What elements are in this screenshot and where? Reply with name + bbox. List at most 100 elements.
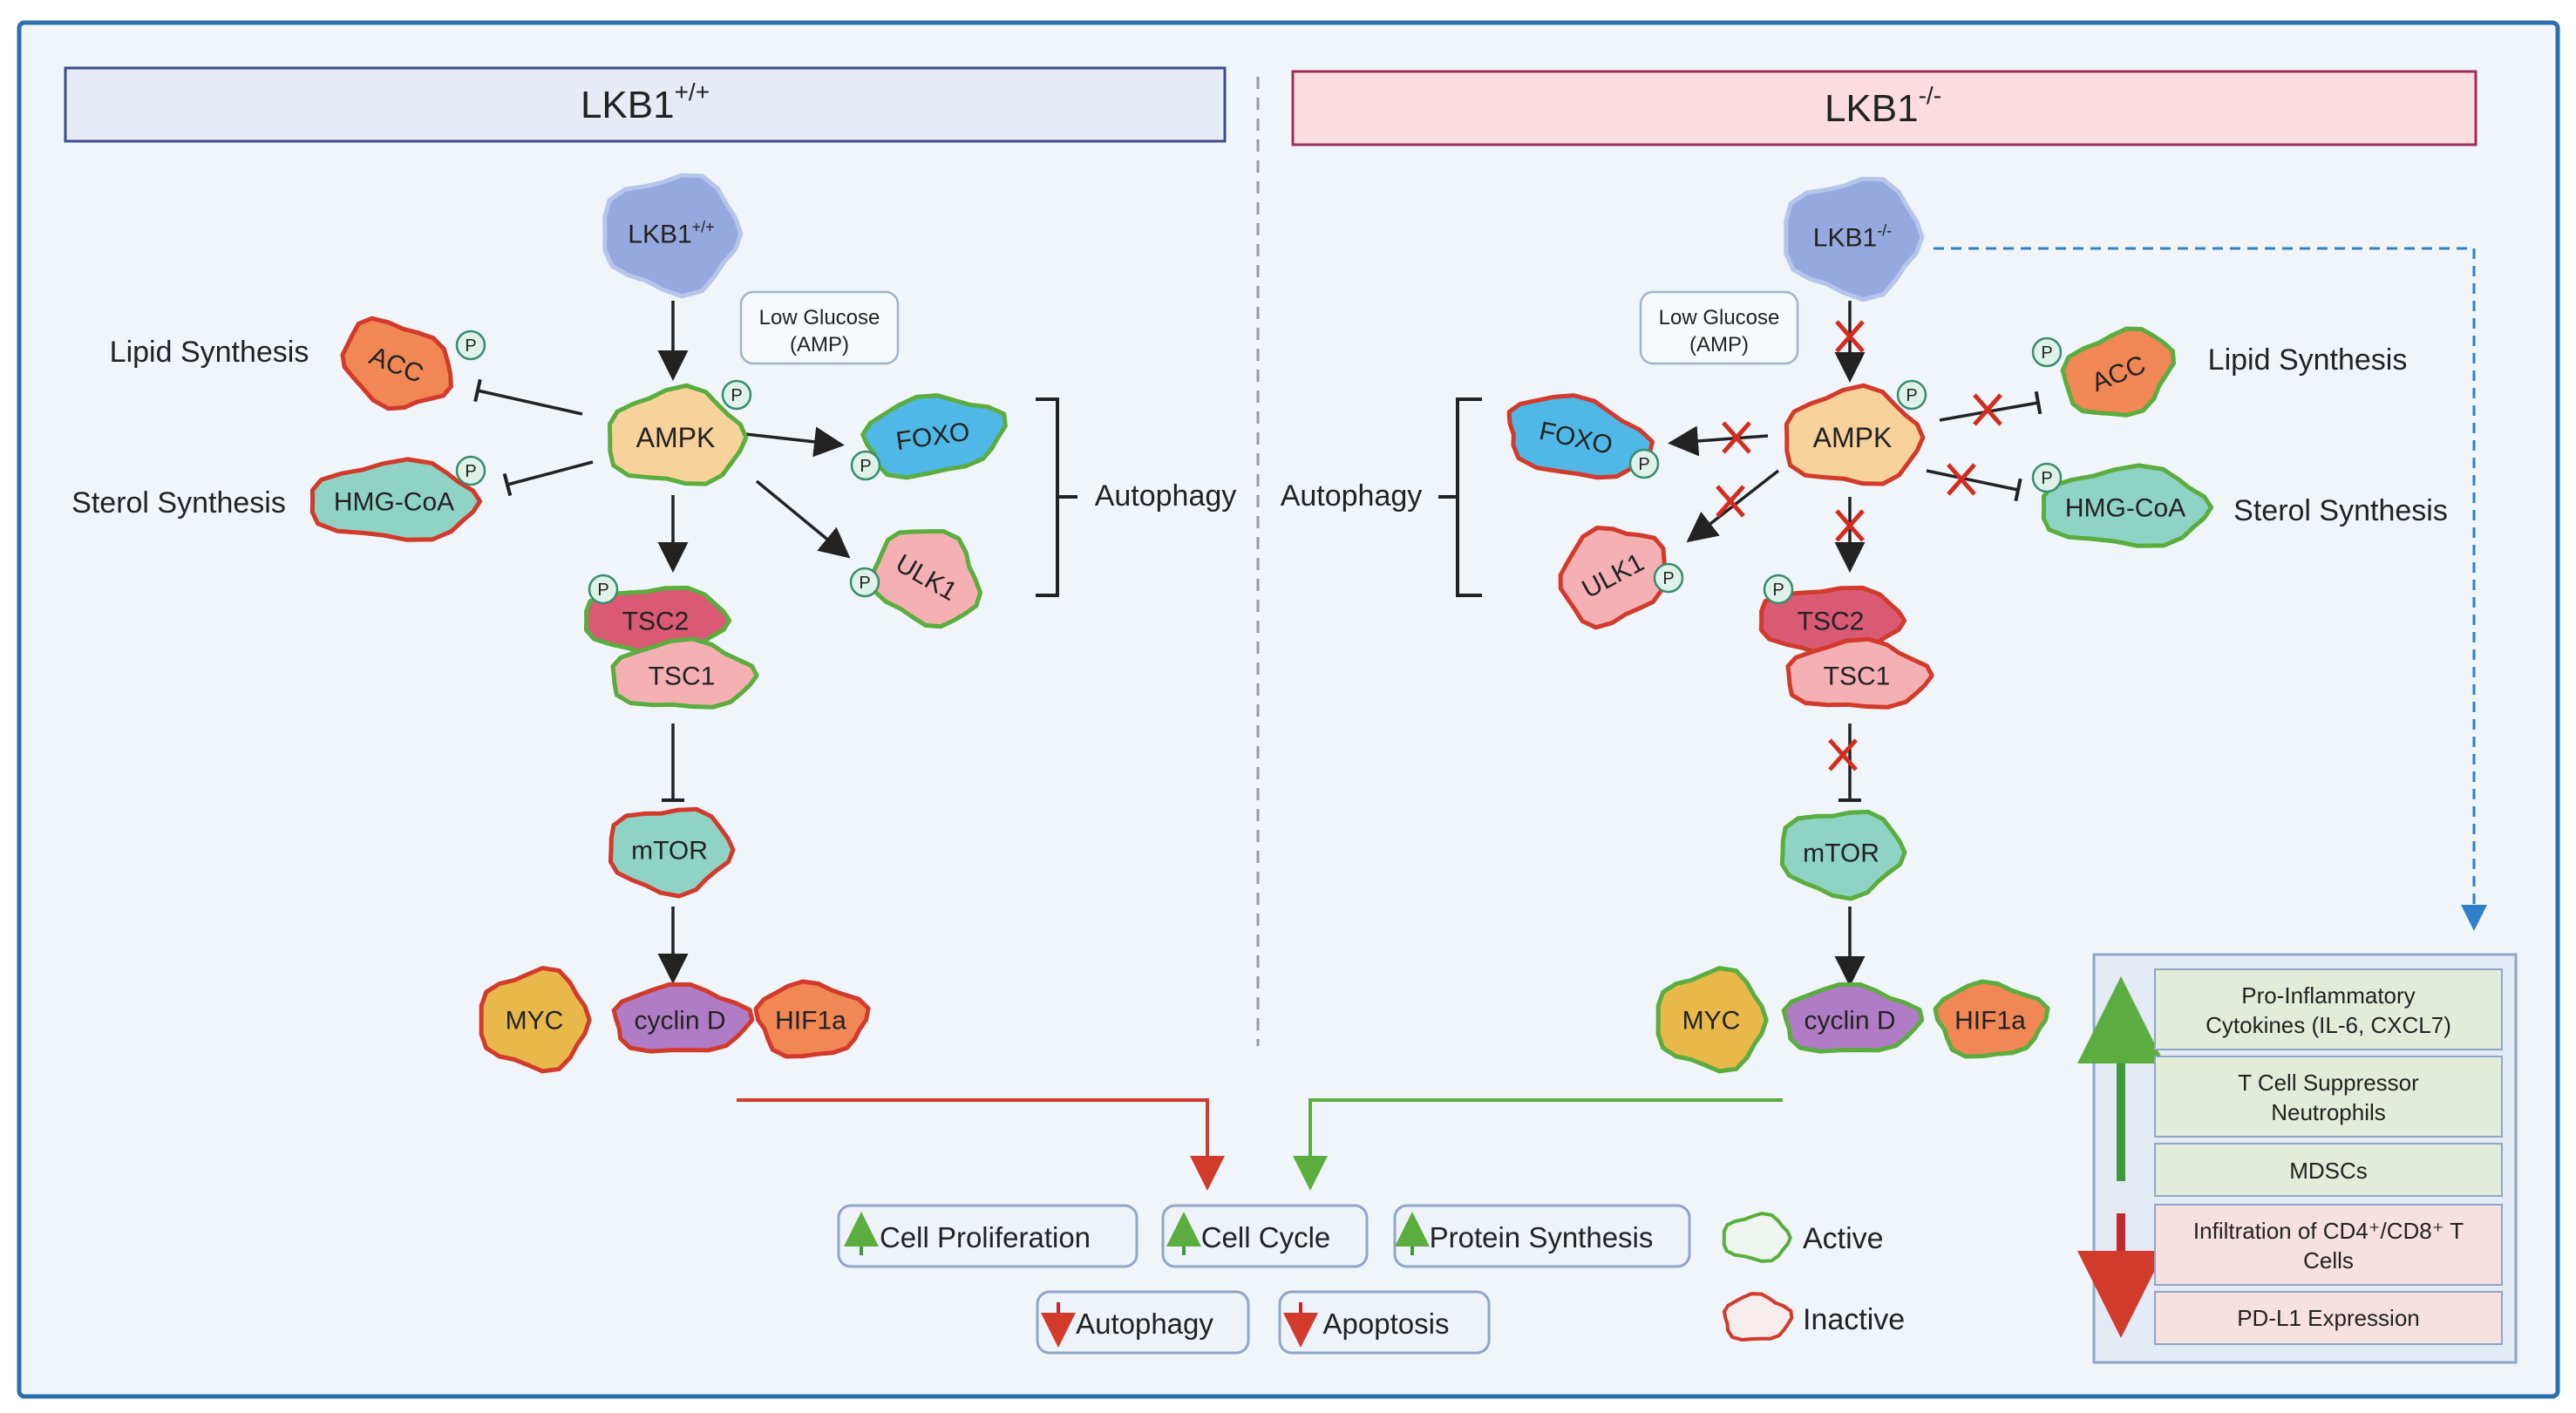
immune-item-cytokines-line2: Cytokines (IL-6, CXCL7) xyxy=(2206,1012,2451,1038)
svg-text:LKB1-/-: LKB1-/- xyxy=(1825,82,1941,130)
ko-hif-node-label: HIF1a xyxy=(1954,1007,2026,1036)
wt-ampk-node: AMPK xyxy=(607,383,749,486)
wt-ulk1-phospho-label: P xyxy=(859,574,870,593)
wt-cyclin-node: cyclin D xyxy=(611,982,755,1054)
wt-ampk-phospho: P xyxy=(721,379,752,411)
ko-mtor-node-shape xyxy=(1779,809,1907,901)
ko-mtor-node-label: mTOR xyxy=(1803,839,1879,868)
wt-outcome-arrow xyxy=(737,1098,1225,1191)
immune-panel: Pro-Inflammatory Cytokines (IL-6, CXCL7)… xyxy=(2077,953,2518,1364)
outcome-protein-synthesis-label: Protein Synthesis xyxy=(1430,1221,1654,1253)
wt-tsc2-phospho-label: P xyxy=(597,581,608,600)
ko-tsc2-node-label-text: TSC2 xyxy=(1798,608,1865,636)
ko-ampk-node: AMPK xyxy=(1784,383,1926,486)
immune-item-pdl1: PD-L1 Expression xyxy=(2154,1291,2503,1345)
wt-low-glucose-line2: (AMP) xyxy=(790,333,849,357)
legend: Active Inactive xyxy=(1722,1212,1905,1342)
wt-mtor-node-label-text: mTOR xyxy=(631,837,708,866)
wt-autophagy-bracket xyxy=(1036,397,1077,597)
ko-lkb1-node-label-superscript: -/- xyxy=(1877,222,1892,240)
outcome-autophagy-label: Autophagy xyxy=(1076,1308,1213,1340)
wt-lkb1-node-label-superscript: +/+ xyxy=(692,219,715,236)
ko-inhibit-ampk-hmg xyxy=(1926,469,2019,492)
ko-tsc1-node: TSC1 xyxy=(1785,636,1934,710)
header-wt-superscript: +/+ xyxy=(675,78,710,105)
wt-autophagy-label: Autophagy xyxy=(1095,479,1237,513)
ko-cyclin-node-shape xyxy=(1781,982,1925,1054)
wt-ampk-node-shape xyxy=(607,383,749,486)
ko-myc-node-label-text: MYC xyxy=(1682,1007,1741,1036)
header-wild-type: LKB1+/+ xyxy=(64,66,1227,143)
ko-hmg-phospho-label: P xyxy=(2041,469,2052,488)
ko-low-glucose-line2: (AMP) xyxy=(1689,333,1749,357)
ko-ulk1-phospho-label: P xyxy=(1662,569,1674,588)
ko-ulk1-phospho: P xyxy=(1653,562,1684,594)
ko-ulk1-node: ULK1 xyxy=(1558,525,1667,630)
ko-mtor-node-label-text: mTOR xyxy=(1803,839,1879,868)
wt-arrow-ampk-ulk1 xyxy=(755,479,851,559)
wt-hmg-phospho-label: P xyxy=(465,462,476,481)
wt-tsc1-node: TSC1 xyxy=(610,636,759,710)
wt-mtor-node-label: mTOR xyxy=(631,837,708,866)
immune-item-infiltration: Infiltration of CD4⁺/CD8⁺ T Cells xyxy=(2154,1204,2503,1286)
legend-inactive-label: Inactive xyxy=(1803,1303,1905,1336)
outcome-apoptosis-label: Apoptosis xyxy=(1323,1308,1450,1340)
outcome-protein-synthesis: Protein Synthesis xyxy=(1393,1204,1691,1268)
legend-inactive-blob xyxy=(1722,1292,1794,1342)
ko-hmg-node: HMG-CoA xyxy=(2041,463,2214,548)
ko-cross-ampk-hmg xyxy=(1947,463,1976,496)
ko-arrow-ampk-foxo xyxy=(1668,425,1769,457)
ko-cyclin-node-label: cyclin D xyxy=(1804,1007,1895,1036)
ko-outcome-arrow xyxy=(1293,1098,1783,1191)
wt-foxo-phospho-label: P xyxy=(860,457,871,476)
ko-ulk1-node-shape xyxy=(1558,525,1667,630)
ko-hmg-node-label: HMG-CoA xyxy=(2065,494,2185,523)
wt-acc-node: ACC xyxy=(340,316,453,411)
wt-acc-phospho: P xyxy=(455,329,486,361)
wt-lipid-synthesis-label: Lipid Synthesis xyxy=(110,336,309,369)
wt-myc-node-shape xyxy=(479,966,592,1074)
wt-mtor-node-shape xyxy=(608,806,736,899)
ko-tsc2-node-label: TSC2 xyxy=(1798,608,1865,636)
legend-inactive-blob-shape xyxy=(1722,1292,1794,1342)
wt-myc-node-label-text: MYC xyxy=(506,1007,564,1036)
wt-hif-node-shape xyxy=(753,979,871,1059)
wt-tsc2-node-label-text: TSC2 xyxy=(622,608,690,636)
wt-sterol-synthesis-label: Sterol Synthesis xyxy=(71,486,286,520)
wt-mtor-node: mTOR xyxy=(608,806,736,899)
ko-hif-node: HIF1a xyxy=(1933,979,2050,1059)
ko-hif-node-shape xyxy=(1933,979,2050,1059)
wt-inhibit-ampk-acc-bar xyxy=(473,378,482,403)
ko-tsc2-phospho: P xyxy=(1763,574,1794,605)
ko-myc-node-label: MYC xyxy=(1682,1007,1741,1036)
ko-myc-node-shape xyxy=(1655,966,1769,1074)
ko-low-glucose-box: Low Glucose (AMP) xyxy=(1639,290,1799,365)
immune-item-infiltration-line2: Cells xyxy=(2303,1247,2354,1274)
outcome-cell-cycle-label: Cell Cycle xyxy=(1201,1221,1331,1253)
header-wt-base: LKB1 xyxy=(581,84,675,126)
wt-hif-node-label-text: HIF1a xyxy=(775,1007,846,1036)
wt-lkb1-node-shape xyxy=(602,173,744,299)
wt-hmg-node-label-text: HMG-CoA xyxy=(334,488,454,517)
wt-arrow-ampk-foxo xyxy=(744,426,845,458)
ko-dashed-link-immune xyxy=(1934,247,2487,931)
ko-tsc1-node-label: TSC1 xyxy=(1824,662,1891,691)
wt-hmg-node-shape xyxy=(309,457,483,542)
ko-lkb1-node: LKB1-/- xyxy=(1784,176,1925,302)
ko-cross-ampk-foxo xyxy=(1722,421,1751,454)
outcomes: Cell Proliferation Cell Cycle Protein Sy… xyxy=(837,1204,1691,1355)
wt-low-glucose-line1: Low Glucose xyxy=(759,306,880,329)
wt-cyclin-node-label-text: cyclin D xyxy=(634,1007,725,1036)
arrows-layer xyxy=(473,247,2487,1191)
wt-ulk1-node-shape xyxy=(869,528,983,629)
outcome-autophagy: Autophagy xyxy=(1036,1290,1250,1355)
wt-myc-node: MYC xyxy=(479,966,592,1074)
ko-low-glucose-line1: Low Glucose xyxy=(1659,306,1780,329)
ko-foxo-node-shape xyxy=(1506,393,1655,480)
immune-item-mdscs-label: MDSCs xyxy=(2289,1158,2368,1184)
header-knockout: LKB1-/- xyxy=(1291,70,2477,146)
wt-hif-node: HIF1a xyxy=(753,979,871,1059)
immune-item-infiltration-line1: Infiltration of CD4⁺/CD8⁺ T xyxy=(2193,1218,2464,1244)
wt-ampk-phospho-label: P xyxy=(731,386,742,405)
